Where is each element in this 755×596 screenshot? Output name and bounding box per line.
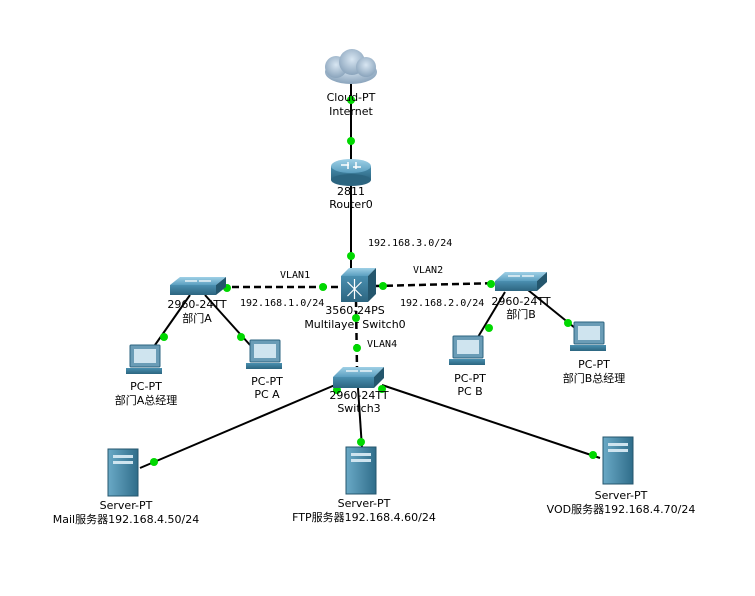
port-light: [347, 252, 355, 260]
vod-server-name-label: VOD服务器192.168.4.70/24: [547, 503, 696, 516]
port-light: [378, 385, 386, 393]
pc-a-manager-name-label: 部门A总经理: [115, 393, 178, 407]
pc-a-name-label: PC A: [254, 388, 280, 401]
mail-server-model-label: Server-PT: [100, 499, 153, 512]
router-name-label: Router0: [329, 198, 372, 211]
pc-b-manager-name-label: 部门B总经理: [563, 371, 626, 385]
switch-a-model-label: 2960-24TT: [167, 298, 226, 311]
cable-core-sw3[interactable]: [354, 299, 359, 371]
switch-b-icon[interactable]: [495, 272, 547, 291]
port-light: [564, 319, 572, 327]
cable-swB-pcB[interactable]: [477, 291, 506, 338]
cable-sw3-vod[interactable]: [381, 384, 601, 459]
pc-b-icon[interactable]: [449, 335, 485, 365]
cable-sw3-mail[interactable]: [139, 384, 336, 469]
multilayer-switch-icon[interactable]: [341, 268, 376, 302]
ftp-server-name-label: FTP服务器192.168.4.60/24: [292, 511, 436, 524]
vlan1-label: VLAN1: [280, 270, 310, 281]
vlan2-label: VLAN2: [413, 265, 443, 276]
port-light: [347, 137, 355, 145]
switch-a-icon[interactable]: [170, 277, 226, 295]
port-light: [485, 324, 493, 332]
mail-server-name-label: Mail服务器192.168.4.50/24: [53, 513, 200, 526]
switch-b-name-label: 部门B: [506, 307, 536, 321]
port-light: [353, 344, 361, 352]
cloud-model-label: Cloud-PT: [327, 91, 376, 104]
core-model-label: 3560-24PS: [325, 304, 385, 317]
cloud-icon[interactable]: [325, 49, 377, 84]
router-icon[interactable]: [331, 159, 371, 186]
pc-b-name-label: PC B: [457, 385, 482, 398]
pc-b-manager-icon[interactable]: [570, 321, 606, 351]
pc-b-manager-model-label: PC-PT: [578, 358, 610, 371]
port-light: [150, 458, 158, 466]
cloud-name-label: Internet: [329, 105, 373, 118]
router-model-label: 2811: [337, 185, 365, 198]
port-light: [352, 314, 360, 322]
pc-a-icon[interactable]: [246, 339, 282, 369]
ftp-server-icon[interactable]: [345, 446, 377, 495]
core-name-label: Multilayer Switch0: [304, 318, 405, 331]
switch-b-model-label: 2960-24TT: [491, 295, 550, 308]
vod-server-model-label: Server-PT: [595, 489, 648, 502]
pc-a-model-label: PC-PT: [251, 375, 283, 388]
vlan4-label: VLAN4: [367, 339, 397, 350]
vod-server-icon[interactable]: [602, 436, 634, 485]
switch-3-model-label: 2960-24TT: [329, 389, 388, 402]
cable-sw3-ftp[interactable]: [357, 387, 363, 449]
port-light: [347, 96, 355, 104]
port-light: [487, 280, 495, 288]
ftp-server-model-label: Server-PT: [338, 497, 391, 510]
vlan1-network-label: 192.168.1.0/24: [240, 298, 324, 309]
mail-server-icon[interactable]: [107, 448, 139, 497]
cable-core-swB[interactable]: [374, 281, 501, 288]
router-core-network-label: 192.168.3.0/24: [368, 238, 452, 249]
port-light: [379, 282, 387, 290]
switch-3-icon[interactable]: [333, 367, 384, 388]
port-light: [319, 283, 327, 291]
switch-3-name-label: Switch3: [337, 402, 380, 415]
port-lights: [150, 96, 597, 466]
port-light: [357, 438, 365, 446]
pc-a-manager-model-label: PC-PT: [130, 380, 162, 393]
port-light: [589, 451, 597, 459]
pc-b-model-label: PC-PT: [454, 372, 486, 385]
pc-a-manager-icon[interactable]: [126, 344, 162, 374]
port-light: [237, 333, 245, 341]
port-light: [160, 333, 168, 341]
switch-a-name-label: 部门A: [182, 311, 212, 325]
vlan2-network-label: 192.168.2.0/24: [400, 298, 484, 309]
